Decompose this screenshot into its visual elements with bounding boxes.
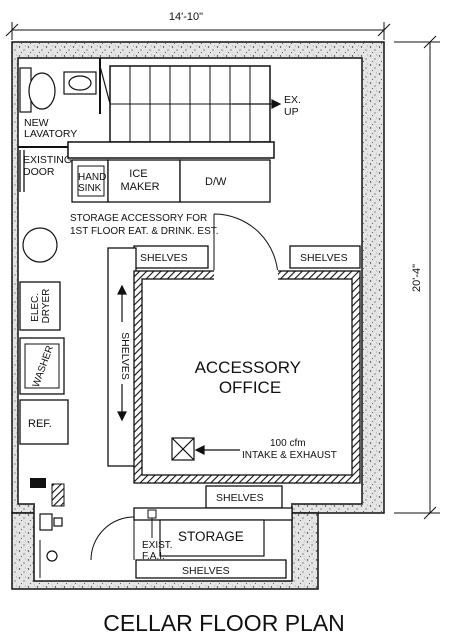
svg-text:SHELVES: SHELVES bbox=[119, 332, 131, 380]
dryer: ELEC. DRYER bbox=[19, 281, 61, 331]
width-dimension-label: 14'-10" bbox=[169, 11, 203, 23]
svg-text:SHELVES: SHELVES bbox=[140, 252, 188, 264]
depth-dimension bbox=[394, 35, 440, 520]
toilet-icon bbox=[19, 67, 56, 113]
corner-column bbox=[51, 483, 65, 507]
dryer-label-1: ELEC. bbox=[30, 293, 41, 322]
office-label: ACCESSORY OFFICE bbox=[195, 358, 306, 397]
refrigerator: REF. bbox=[19, 399, 69, 445]
new-lavatory-label: NEW LAVATORY bbox=[24, 117, 77, 140]
storage-door-swing bbox=[90, 516, 135, 561]
vent-label: 100 cfm INTAKE & EXHAUST bbox=[242, 438, 337, 461]
svg-text:SHELVES: SHELVES bbox=[182, 565, 230, 577]
lavatory-sink-icon bbox=[63, 71, 97, 95]
shelves-left-arrow-icon bbox=[117, 284, 127, 422]
storage-accessory-label: STORAGE ACCESSORY FOR 1ST FLOOR EAT. & D… bbox=[70, 213, 219, 237]
shelves-mid-bottom: SHELVES bbox=[205, 485, 283, 509]
storage-room: STORAGE bbox=[159, 519, 265, 557]
stair-arrow-icon bbox=[232, 99, 282, 109]
depth-dimension-label: 20'-4" bbox=[411, 264, 423, 292]
shelves-left-vertical: SHELVES bbox=[107, 247, 137, 467]
shelves-top-right: SHELVES bbox=[289, 245, 361, 269]
fai-valve-icon bbox=[147, 509, 157, 538]
stair-label: EX. UP bbox=[284, 94, 304, 118]
storage-wall bbox=[133, 507, 293, 521]
office-door-swing bbox=[213, 213, 279, 279]
vent-arrow-icon bbox=[194, 445, 240, 455]
svg-text:SHELVES: SHELVES bbox=[216, 492, 264, 504]
ref-label: REF. bbox=[28, 418, 52, 430]
fai-label: EXIST. F.A.I. bbox=[142, 540, 175, 562]
shelves-top-left: SHELVES bbox=[133, 245, 209, 269]
floor-drain-icon bbox=[22, 227, 58, 263]
office-door-opening bbox=[214, 270, 278, 280]
vent-icon bbox=[171, 437, 195, 461]
hand-sink-icon bbox=[77, 165, 105, 197]
washer: WASHER bbox=[19, 337, 65, 395]
shelves-bottom: SHELVES bbox=[135, 559, 287, 579]
annex-opening bbox=[35, 500, 291, 510]
dw-label: D/W bbox=[205, 176, 227, 188]
plan-title: CELLAR FLOOR PLAN bbox=[103, 610, 345, 636]
svg-text:ELEC. DRYER: ELEC. DRYER bbox=[30, 289, 52, 324]
width-dimension bbox=[5, 22, 391, 40]
svg-text:SHELVES: SHELVES bbox=[300, 252, 348, 264]
dryer-label-2: DRYER bbox=[41, 289, 52, 324]
existing-door bbox=[19, 150, 25, 192]
meter-icon bbox=[39, 513, 63, 562]
existing-door-label: EXISTING DOOR bbox=[23, 154, 75, 178]
corner-column-small bbox=[30, 478, 46, 488]
appliance-row bbox=[71, 159, 271, 203]
hand-sink-label: HAND SINK bbox=[78, 172, 109, 194]
ice-maker-label: ICE MAKER bbox=[120, 168, 159, 193]
storage-label: STORAGE bbox=[178, 529, 244, 544]
